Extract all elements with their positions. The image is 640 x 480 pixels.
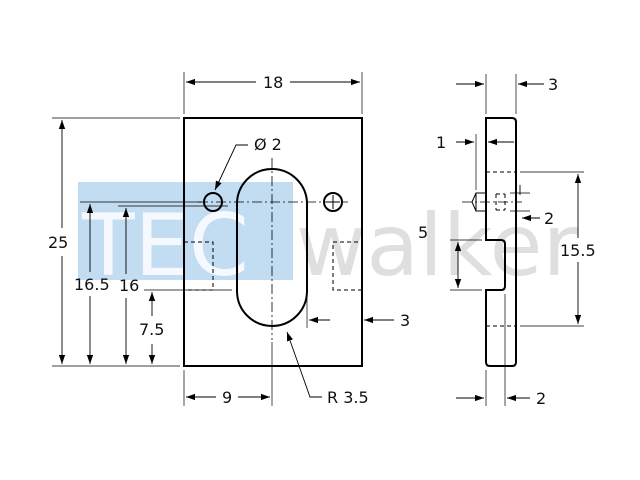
dim-hole-diameter: Ø 2 (254, 135, 282, 154)
dim-slot-top: 16 (119, 276, 139, 295)
dim-slot-bottom: 7.5 (139, 320, 164, 339)
watermark-box (78, 182, 293, 280)
front-view (183, 117, 363, 367)
dim-height: 25 (48, 233, 68, 252)
side-view (462, 117, 522, 367)
dim-slot-center: 9 (222, 388, 232, 407)
watermark-walker: walker (296, 196, 579, 296)
side-profile (485, 117, 517, 367)
dim-slot-radius: R 3.5 (327, 388, 369, 407)
dim-width: 18 (263, 73, 283, 92)
dim-hole-height: 16.5 (74, 275, 110, 294)
dim-slot-offset: 3 (400, 311, 410, 330)
slot-outline (236, 168, 308, 327)
dim-step-height: 5 (418, 223, 428, 242)
dim-pin-height: 2 (544, 209, 554, 228)
watermark: TEC walker (78, 182, 579, 296)
side-dimensions: 3 1 2 5 15.5 2 (418, 74, 596, 408)
dim-thickness: 3 (548, 75, 558, 94)
dim-step-position: 15.5 (560, 241, 596, 260)
dim-pin-length: 1 (436, 133, 446, 152)
dim-step-depth: 2 (536, 389, 546, 408)
front-dimensions: 18 25 Ø 2 16.5 16 7.5 9 R 3.5 (48, 72, 410, 407)
hidden-pocket-right (332, 241, 363, 291)
watermark-tec: TEC (81, 196, 249, 296)
